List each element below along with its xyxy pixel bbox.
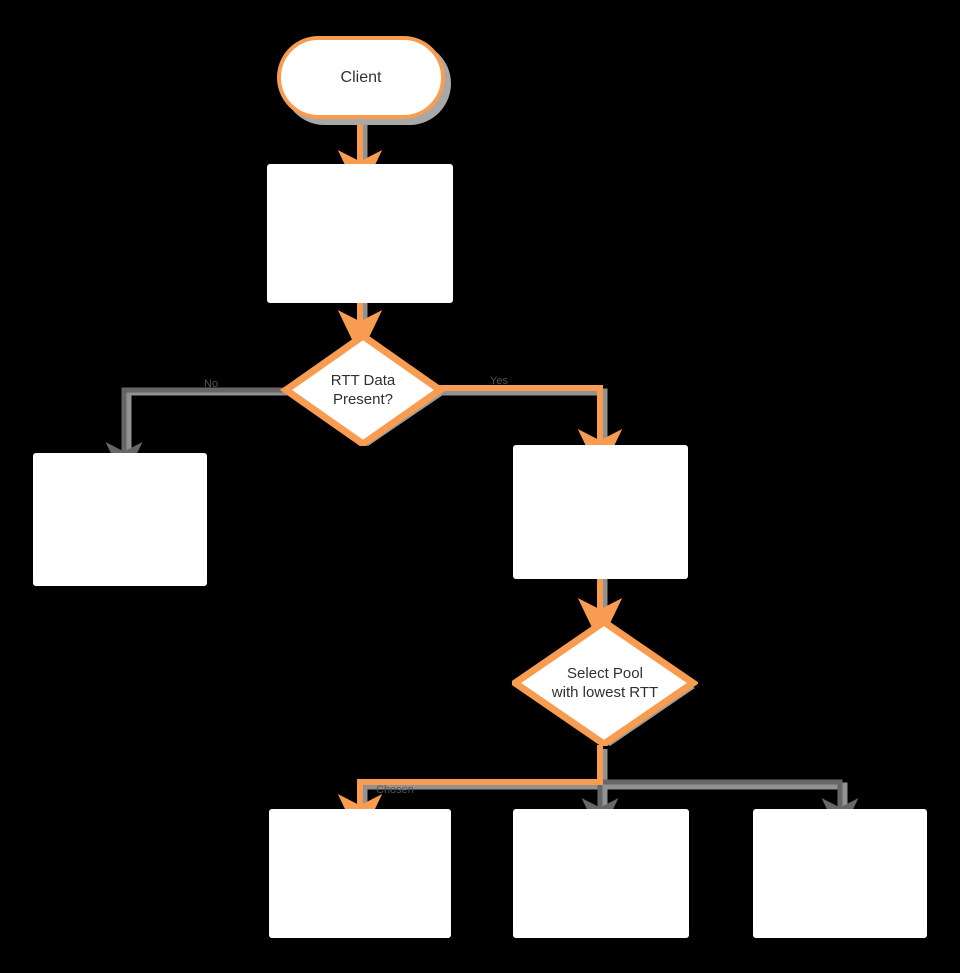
node-dynamic-steering-line2: Dynamic Steering (541, 513, 660, 530)
node-au-pool-label: AU Pool (RTT = 312) (800, 854, 881, 894)
node-select-pool-label: Select Pool with lowest RTT (512, 620, 698, 746)
node-enam-pool-line1: ENAM Pool (321, 854, 399, 872)
edge-decision-to-failover (105, 387, 285, 481)
node-load-balancing-label: Cloudflare Load Balancing (308, 214, 411, 254)
node-au-pool-line2: (RTT = 312) (799, 874, 881, 892)
node-dynamic-steering-line1: Use (587, 493, 614, 511)
edge-label-chosen: Chosen (376, 784, 414, 796)
node-load-balancing-line2: Load Balancing (308, 234, 412, 252)
node-enam-pool-label: ENAM Pool (RTT = 12) (321, 854, 399, 894)
node-rtt-decision-line1: RTT Data (330, 371, 396, 389)
node-enam-pool-paren-close: ) (391, 874, 397, 892)
node-au-pool-line1: AU Pool (812, 854, 868, 872)
node-standard-failover-line2: Standard Failover (60, 510, 180, 528)
node-enam-pool-paren-open: ( (323, 874, 329, 892)
node-eu-pool-label: EU Pool (RTT = 42) (565, 854, 637, 894)
edge-select-to-au (600, 779, 859, 837)
node-enam-pool-line2: (RTT = 12) (321, 874, 399, 894)
edge-label-no: No (204, 378, 219, 390)
node-load-balancing-line1: Cloudflare (325, 214, 395, 232)
node-standard-failover-line1: Use (106, 490, 134, 508)
edge-decision-to-dynamic (437, 385, 623, 476)
node-dynamic-steering[interactable]: Use Dynamic Steering (513, 445, 688, 579)
node-load-balancing[interactable]: Cloudflare Load Balancing (267, 164, 453, 303)
node-rtt-decision-shape (280, 334, 446, 446)
node-select-pool-line1: Select Pool (567, 664, 643, 682)
node-eu-pool-line1: EU Pool (573, 854, 629, 872)
node-standard-failover[interactable]: Use Standard Failover to select pool (33, 453, 207, 586)
node-select-pool[interactable]: Select Pool with lowest RTT (512, 620, 698, 746)
node-select-pool-line2: with lowest RTT (551, 684, 659, 701)
node-client-label: Client (340, 68, 382, 86)
node-enam-pool[interactable]: ENAM Pool (RTT = 12) (269, 809, 451, 938)
node-eu-pool[interactable]: EU Pool (RTT = 42) (513, 809, 689, 938)
edge-label-yes: Yes (490, 375, 508, 387)
node-client[interactable]: Client (277, 36, 445, 119)
node-standard-failover-line3: to select pool (75, 530, 165, 548)
node-rtt-decision-label: RTT Data Present? (280, 334, 446, 446)
node-au-pool[interactable]: AU Pool (RTT = 312) (753, 809, 927, 938)
node-select-pool-shape (512, 620, 698, 746)
node-rtt-decision-line2: Present? (332, 391, 394, 408)
node-standard-failover-label: Use Standard Failover to select pool (61, 490, 179, 549)
edge-select-to-enam (337, 745, 603, 841)
node-rtt-decision[interactable]: RTT Data Present? (280, 334, 446, 446)
node-enam-pool-rtt: RTT = 12 (328, 874, 392, 892)
node-eu-pool-line2: (RTT = 42) (564, 874, 638, 892)
node-dynamic-steering-label: Use Dynamic Steering (541, 492, 659, 532)
